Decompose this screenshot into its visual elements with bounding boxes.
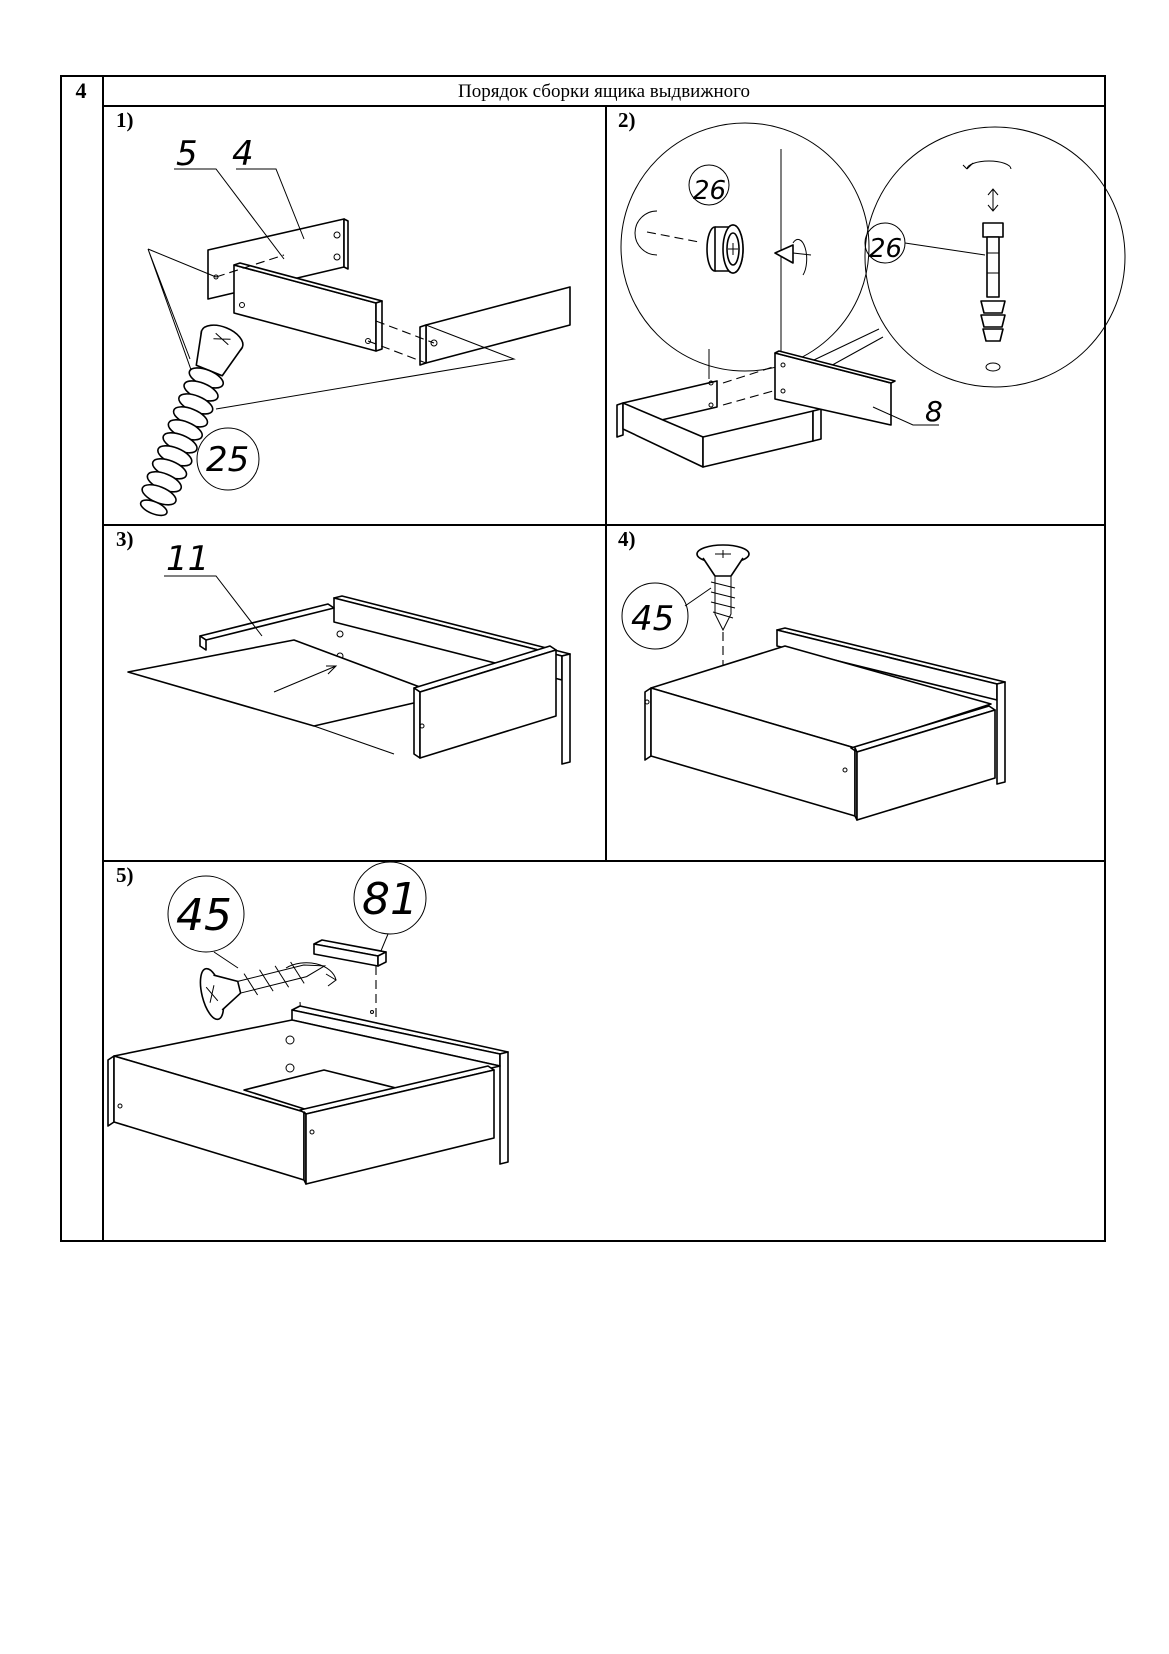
step-4-label: 4): [618, 527, 636, 551]
column-divider: [102, 75, 104, 1242]
step-3-illustration: 11: [104, 539, 604, 858]
step-3-label: 3): [116, 527, 134, 551]
step-5-illustration: 45 81: [104, 862, 1104, 1240]
step-2-label: 2): [618, 108, 636, 132]
step-1-illustration: 5 4 25: [104, 134, 604, 523]
callout-45-step5: 45: [176, 890, 232, 941]
callout-81: 81: [362, 874, 418, 925]
callout-11: 11: [166, 539, 209, 579]
assembly-table: [60, 75, 1106, 1242]
header-divider: [102, 105, 1106, 107]
row-divider-1: [102, 524, 1106, 526]
row-divider-2: [102, 860, 1106, 862]
step-5-label: 5): [116, 863, 134, 887]
callout-26-left: 26: [693, 176, 726, 206]
callout-5: 5: [176, 134, 198, 174]
callout-8: 8: [925, 395, 943, 428]
callout-45-step4: 45: [631, 599, 674, 639]
step-1-label: 1): [116, 108, 134, 132]
cell-divider-vertical: [605, 105, 607, 860]
callout-4: 4: [232, 134, 254, 174]
section-title: Порядок сборки ящика выдвижного: [458, 81, 750, 102]
callout-25: 25: [206, 440, 249, 480]
step-4-illustration: 45: [607, 526, 1105, 858]
section-number: 4: [75, 78, 87, 103]
step-2-illustration: 26 26 8: [607, 107, 1105, 523]
callout-26-right: 26: [869, 234, 902, 264]
